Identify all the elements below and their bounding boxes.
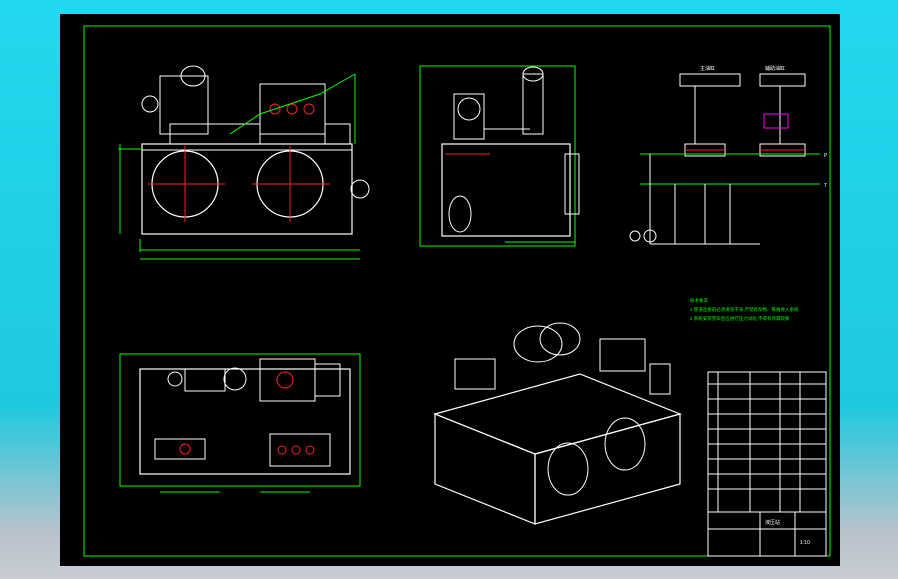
pressure-gauge bbox=[141, 95, 159, 113]
side-view bbox=[419, 65, 580, 247]
port-t-label: T bbox=[824, 183, 827, 189]
top-view bbox=[119, 353, 361, 493]
side-view-extent bbox=[419, 65, 576, 247]
motor-symbol bbox=[629, 230, 641, 242]
tank-body-top bbox=[139, 368, 351, 475]
tank-left-face bbox=[434, 413, 536, 525]
hydraulic-circuit: 主油缸 辅助油缸 P T bbox=[629, 65, 828, 245]
port-p-label: P bbox=[824, 153, 828, 159]
suction-filter bbox=[184, 368, 226, 392]
valve-stack-top bbox=[269, 433, 331, 467]
tank-right-face bbox=[534, 413, 681, 525]
tank-body-front bbox=[141, 143, 353, 235]
accumulator bbox=[159, 75, 209, 135]
circuit-label-left: 主油缸 bbox=[700, 65, 715, 72]
accumulator-side bbox=[522, 73, 544, 135]
notes-heading: 技术要求 bbox=[690, 297, 708, 304]
title-block: 液压站 1:10 bbox=[707, 511, 827, 557]
parts-list bbox=[707, 371, 827, 513]
tank-top-face bbox=[433, 373, 682, 455]
technical-notes: 技术要求 1.管道连接前必须清洗干净,严禁有杂物、铁屑进入系统 2.系统安装完毕… bbox=[690, 297, 799, 322]
drawing-scale: 1:10 bbox=[800, 540, 810, 546]
tank-body-side bbox=[441, 143, 571, 237]
top-view-extent bbox=[119, 353, 361, 487]
notes-line-2: 2.系统安装完毕后应进行压力试验,不得有渗漏现象 bbox=[690, 315, 790, 322]
valve-stack-front bbox=[259, 83, 326, 135]
pump-symbol bbox=[643, 229, 657, 243]
drawing-sheet: 主油缸 辅助油缸 P T bbox=[60, 14, 840, 566]
circuit-label-right: 辅助油缸 bbox=[765, 65, 785, 72]
filter-housing bbox=[457, 97, 481, 121]
relief-valve bbox=[763, 113, 789, 129]
isometric-view bbox=[433, 322, 682, 525]
drawing-canvas: 主油缸 辅助油缸 P T bbox=[83, 25, 831, 557]
drawing-name: 液压站 bbox=[765, 519, 780, 526]
electric-motor bbox=[259, 358, 316, 402]
motor-iso bbox=[513, 325, 563, 363]
notes-line-1: 1.管道连接前必须清洗干净,严禁有杂物、铁屑进入系统 bbox=[690, 306, 799, 313]
front-view bbox=[118, 65, 370, 260]
motor-coupling bbox=[350, 179, 370, 199]
filter-top bbox=[154, 438, 206, 460]
valve-stack-iso bbox=[599, 338, 646, 372]
drawing-border bbox=[83, 25, 831, 557]
